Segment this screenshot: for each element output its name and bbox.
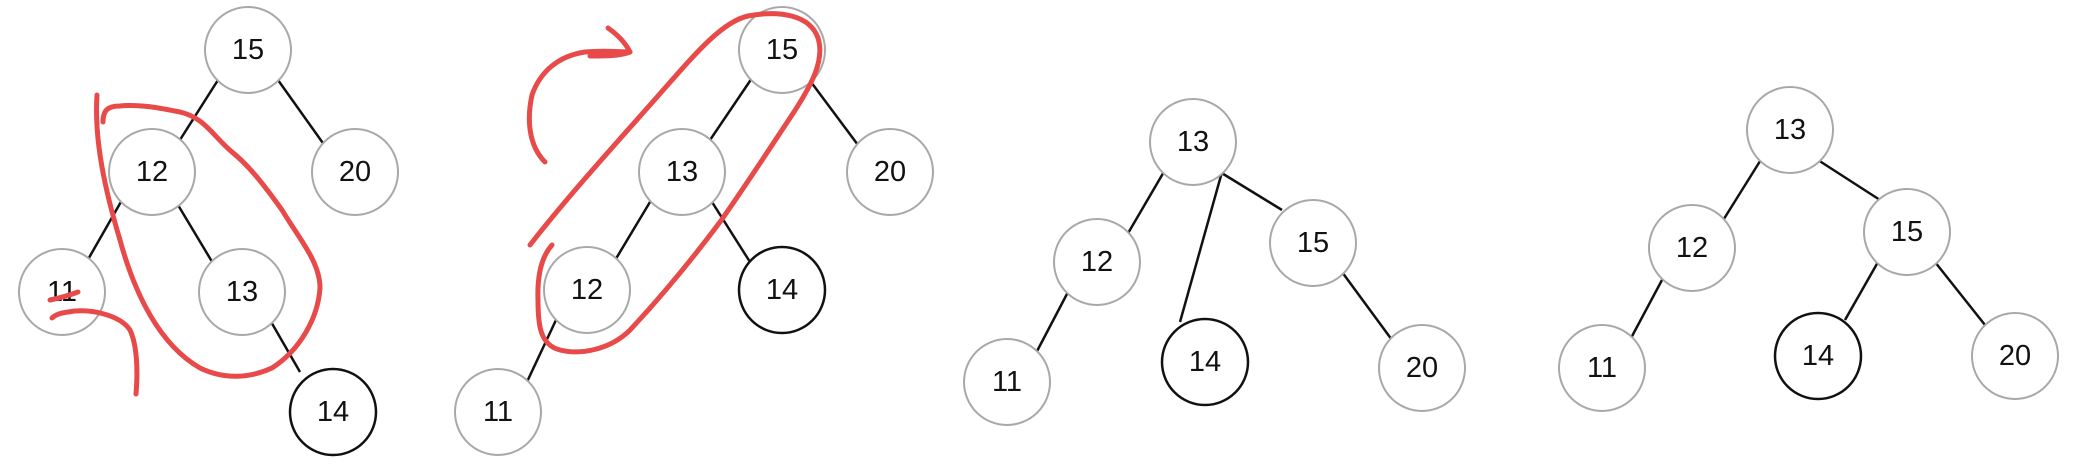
node-label: 12: [136, 156, 168, 188]
node-12: 12: [1648, 204, 1736, 292]
node-label: 12: [1676, 232, 1708, 264]
node-12: 12: [1053, 218, 1141, 306]
edge-12-11: [1033, 291, 1070, 356]
node-13: 13: [1149, 98, 1237, 186]
node-label: 20: [339, 156, 371, 188]
edge-15-12: [176, 79, 220, 144]
node-14: 14: [288, 367, 378, 457]
node-11: 11: [18, 248, 106, 336]
annotation-arrowhead: [587, 25, 633, 59]
edge-13-12: [1720, 157, 1764, 223]
node-14: 14: [1773, 311, 1863, 401]
node-label: 11: [992, 366, 1022, 398]
node-label: 20: [1999, 340, 2031, 372]
node-20: 20: [1378, 324, 1466, 412]
edge-15-20: [276, 79, 327, 147]
annotation-arrow: [526, 48, 633, 165]
node-11: 11: [454, 368, 542, 456]
edge-15-20: [806, 77, 860, 146]
annotation-cross: [47, 289, 81, 303]
edge-15-20: [1340, 271, 1394, 341]
node-20: 20: [1971, 312, 2059, 400]
node-label: 14: [317, 396, 349, 428]
node-label: 11: [483, 396, 513, 428]
edge-13-14: [1178, 171, 1224, 323]
node-14: 14: [737, 245, 827, 335]
edge-13-14: [710, 201, 752, 263]
node-label: 15: [1297, 227, 1329, 259]
tree-2: 15 13 20 12 14 11: [454, 6, 934, 456]
tree-3: 13 12 15 11 14 20: [963, 98, 1466, 426]
node-label: 12: [571, 274, 603, 306]
edge-13-15: [1817, 158, 1881, 202]
annotation-loop: [94, 92, 323, 379]
node-15: 15: [204, 6, 292, 94]
edge-12-11: [524, 319, 558, 385]
node-14: 14: [1160, 317, 1250, 407]
node-label: 13: [1177, 126, 1209, 158]
tree-1: 15 12 20 11 13 14: [18, 6, 399, 457]
node-20: 20: [846, 128, 934, 216]
node-15: 15: [1863, 188, 1951, 276]
node-label: 13: [666, 156, 698, 188]
node-11: 11: [963, 338, 1051, 426]
node-label: 12: [1081, 246, 1113, 278]
edge-15-13: [706, 77, 754, 144]
edge-15-14: [1843, 261, 1880, 321]
node-11: 11: [1558, 324, 1646, 412]
edge-13-15: [1219, 170, 1283, 212]
annotation-hook: [49, 308, 140, 397]
tree-4: 13 12 15 11 14 20: [1558, 86, 2059, 412]
edge-13-12: [1125, 169, 1167, 236]
node-label: 14: [1802, 340, 1834, 372]
node-13: 13: [198, 248, 286, 336]
node-label: 14: [1189, 346, 1221, 378]
node-13: 13: [638, 128, 726, 216]
edge-13-12: [612, 201, 652, 263]
node-12: 12: [543, 246, 631, 334]
edge-13-14: [268, 319, 302, 373]
node-label: 15: [1891, 216, 1923, 248]
node-13: 13: [1746, 86, 1834, 174]
node-15: 15: [1269, 199, 1357, 287]
annotation-loop: [527, 11, 823, 355]
node-label: 15: [232, 34, 264, 66]
node-label: 20: [1406, 352, 1438, 384]
node-label: 13: [226, 276, 258, 308]
node-label: 13: [1774, 114, 1806, 146]
node-15: 15: [738, 6, 826, 94]
node-label: 20: [874, 156, 906, 188]
edge-12-11: [1628, 279, 1664, 341]
node-label: 15: [766, 34, 798, 66]
edge-15-20: [1934, 261, 1986, 326]
node-20: 20: [311, 128, 399, 216]
node-label: 11: [1587, 352, 1617, 384]
node-12: 12: [108, 128, 196, 216]
edge-12-13: [173, 199, 216, 266]
node-label: 14: [766, 274, 798, 306]
